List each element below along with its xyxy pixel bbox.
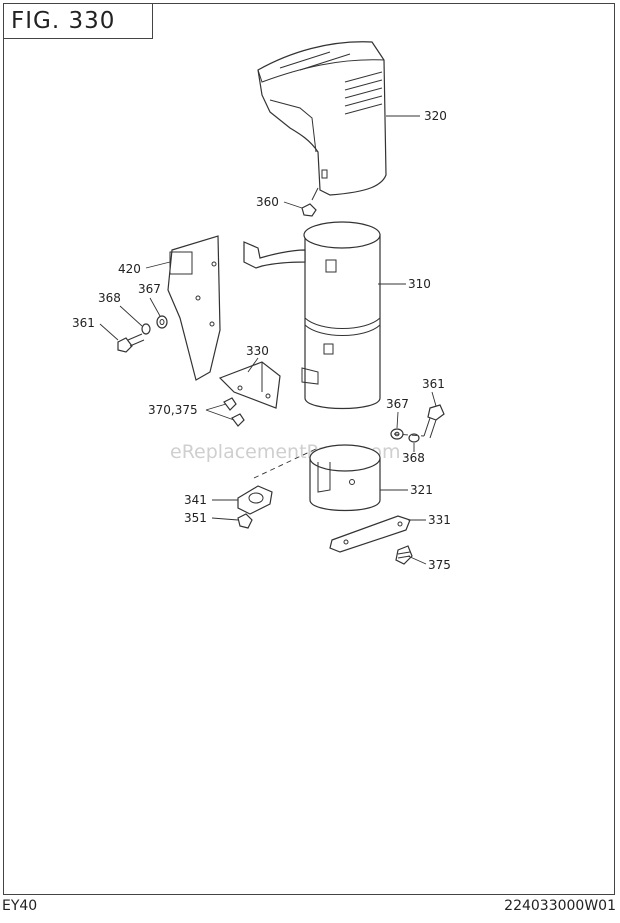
bolt-361-left-part	[117, 333, 145, 353]
callout-330: 330	[246, 344, 269, 358]
callout-360: 360	[256, 195, 279, 209]
washer-367-left-part	[156, 315, 168, 329]
drawing-code: 224033000W01	[504, 898, 616, 914]
stay-331-part	[329, 515, 411, 553]
callout-351: 351	[184, 511, 207, 525]
muffler-cover-part	[257, 41, 387, 196]
model-label: EY40	[2, 898, 38, 914]
callout-310: 310	[408, 277, 431, 291]
figure-title: FIG. 330	[3, 3, 153, 39]
callout-368-left: 368	[98, 291, 121, 305]
screw-360-part	[301, 187, 319, 217]
callout-321: 321	[410, 483, 433, 497]
nut-375-part	[395, 545, 413, 565]
heat-shield-bracket-part	[167, 235, 221, 381]
callout-370-375: 370,375	[148, 403, 198, 417]
assembly-lines	[253, 433, 425, 479]
callout-368-right: 368	[402, 451, 425, 465]
callout-361-right: 361	[422, 377, 445, 391]
muffler-protector-part	[309, 444, 381, 512]
callout-375: 375	[428, 558, 451, 572]
callout-367-left: 367	[138, 282, 161, 296]
bracket-330-part	[218, 361, 281, 409]
callout-367-right: 367	[386, 397, 409, 411]
drawing-frame	[3, 3, 615, 895]
callout-341: 341	[184, 493, 207, 507]
callout-331: 331	[428, 513, 451, 527]
nut-351-part	[237, 513, 253, 529]
bolt-361-right-part	[423, 404, 445, 439]
bolt-370-part	[223, 397, 237, 411]
callout-361-left: 361	[72, 316, 95, 330]
lock-washer-368-left-part	[141, 323, 151, 335]
muffler-body-part	[243, 221, 381, 410]
callout-420: 420	[118, 262, 141, 276]
leader-lines	[99, 115, 437, 565]
lock-washer-368-right-part	[408, 433, 420, 443]
gasket-341-part	[237, 485, 273, 515]
callout-320: 320	[424, 109, 447, 123]
bolt-375-part	[231, 413, 245, 427]
